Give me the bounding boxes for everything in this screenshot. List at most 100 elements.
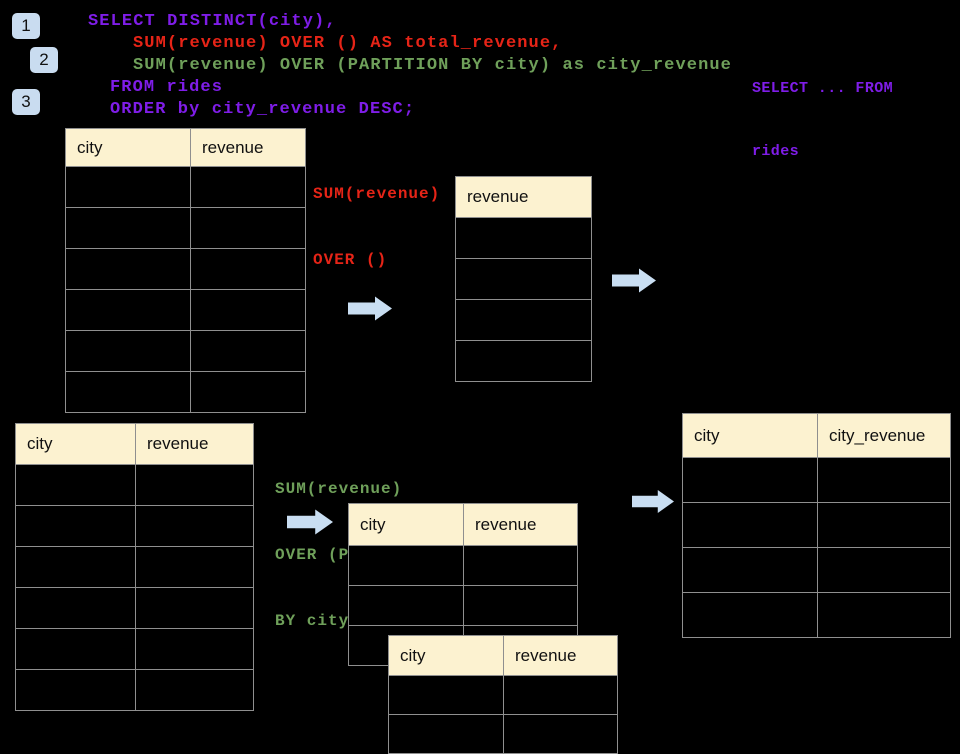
table-row: [348, 585, 578, 626]
table-row: [65, 330, 306, 372]
table-cell: [65, 166, 191, 208]
column-header: city: [15, 423, 136, 465]
table-row: [455, 217, 592, 259]
table-cell: [817, 592, 951, 638]
sql-line-select: SELECT DISTINCT(city),: [88, 12, 337, 31]
table-cell: [135, 464, 254, 506]
table-cell: [135, 587, 254, 629]
table-row: [65, 207, 306, 249]
table-cell: [455, 299, 592, 341]
table-cell: [190, 330, 306, 372]
arrow-right-icon: [287, 509, 333, 535]
table-cell: [15, 628, 136, 670]
table-row: [65, 289, 306, 331]
table-total-revenue: revenue: [455, 176, 592, 382]
table-cell: [190, 207, 306, 249]
column-header: revenue: [463, 503, 578, 546]
sql-line-sum-partition: SUM(revenue) OVER (PARTITION BY city) as…: [133, 56, 732, 75]
table-cell: [15, 669, 136, 711]
table-cell: [65, 330, 191, 372]
column-header: city: [65, 128, 191, 167]
table-cell: [135, 546, 254, 588]
column-header: revenue: [503, 635, 618, 676]
table-cell: [455, 340, 592, 382]
table-row: [455, 258, 592, 300]
table-cell: [682, 592, 818, 638]
table-cell: [388, 675, 504, 715]
table-cell: [190, 371, 306, 413]
table-cell: [682, 457, 818, 503]
table-cell: [463, 545, 578, 586]
table-row: [65, 371, 306, 413]
table-cell: [455, 258, 592, 300]
side-note-line-2: rides: [752, 143, 800, 160]
table-row: [15, 669, 254, 711]
column-header: city: [388, 635, 504, 676]
table-cell: [817, 502, 951, 548]
table-row: [455, 340, 592, 382]
step-badge-2: 2: [30, 47, 58, 73]
table-cell: [348, 585, 464, 626]
annotation-total-line-2: OVER (): [313, 251, 388, 269]
table-cell: [65, 289, 191, 331]
annotation-total-revenue: SUM(revenue) OVER (): [313, 139, 440, 293]
table-cell: [682, 547, 818, 593]
sql-line-sum-total: SUM(revenue) OVER () AS total_revenue,: [133, 34, 563, 53]
column-header: revenue: [135, 423, 254, 465]
table-row: [65, 248, 306, 290]
arrow-right-icon: [632, 489, 674, 514]
annotation-total-line-1: SUM(revenue): [313, 185, 441, 203]
table-cell: [682, 502, 818, 548]
table-cell: [15, 587, 136, 629]
arrow-right-icon: [612, 268, 656, 293]
column-header: revenue: [190, 128, 306, 167]
table-cell: [65, 371, 191, 413]
table-cell: [817, 457, 951, 503]
annotation-partition-line-1: SUM(revenue): [275, 480, 403, 498]
table-cell: [190, 166, 306, 208]
table-row: [388, 675, 618, 715]
table-cell: [190, 248, 306, 290]
column-header: city_revenue: [817, 413, 951, 458]
table-row: [15, 628, 254, 670]
table-cell: [388, 714, 504, 754]
table-row: [455, 299, 592, 341]
table-row: [682, 502, 951, 548]
step-badge-3: 3: [12, 89, 40, 115]
sql-line-order-by: ORDER by city_revenue DESC;: [110, 100, 416, 119]
table-row: [15, 587, 254, 629]
table-row: [65, 166, 306, 208]
sql-line-from: FROM rides: [110, 78, 224, 97]
annotation-partition-line-3: BY city): [275, 612, 360, 630]
table-cell: [135, 669, 254, 711]
table-cell: [190, 289, 306, 331]
table-row: [682, 547, 951, 593]
table-cell: [817, 547, 951, 593]
table-cell: [65, 248, 191, 290]
table-row: [682, 592, 951, 638]
step-badge-1: 1: [12, 13, 40, 39]
table-row: [388, 714, 618, 754]
table-row: [682, 457, 951, 503]
column-header: city: [348, 503, 464, 546]
side-note-line-1: SELECT ... FROM: [752, 80, 894, 97]
side-note-select-from: SELECT ... FROM rides: [752, 36, 893, 183]
table-cell: [503, 714, 618, 754]
table-row: [15, 546, 254, 588]
table-cell: [15, 464, 136, 506]
table-row: [15, 505, 254, 547]
column-header: city: [682, 413, 818, 458]
table-cell: [15, 546, 136, 588]
table-cell: [135, 628, 254, 670]
column-header: revenue: [455, 176, 592, 218]
table-cell: [135, 505, 254, 547]
table-cell: [455, 217, 592, 259]
table-cell: [503, 675, 618, 715]
table-cell: [15, 505, 136, 547]
arrow-right-icon: [348, 296, 392, 321]
table-cell: [463, 585, 578, 626]
